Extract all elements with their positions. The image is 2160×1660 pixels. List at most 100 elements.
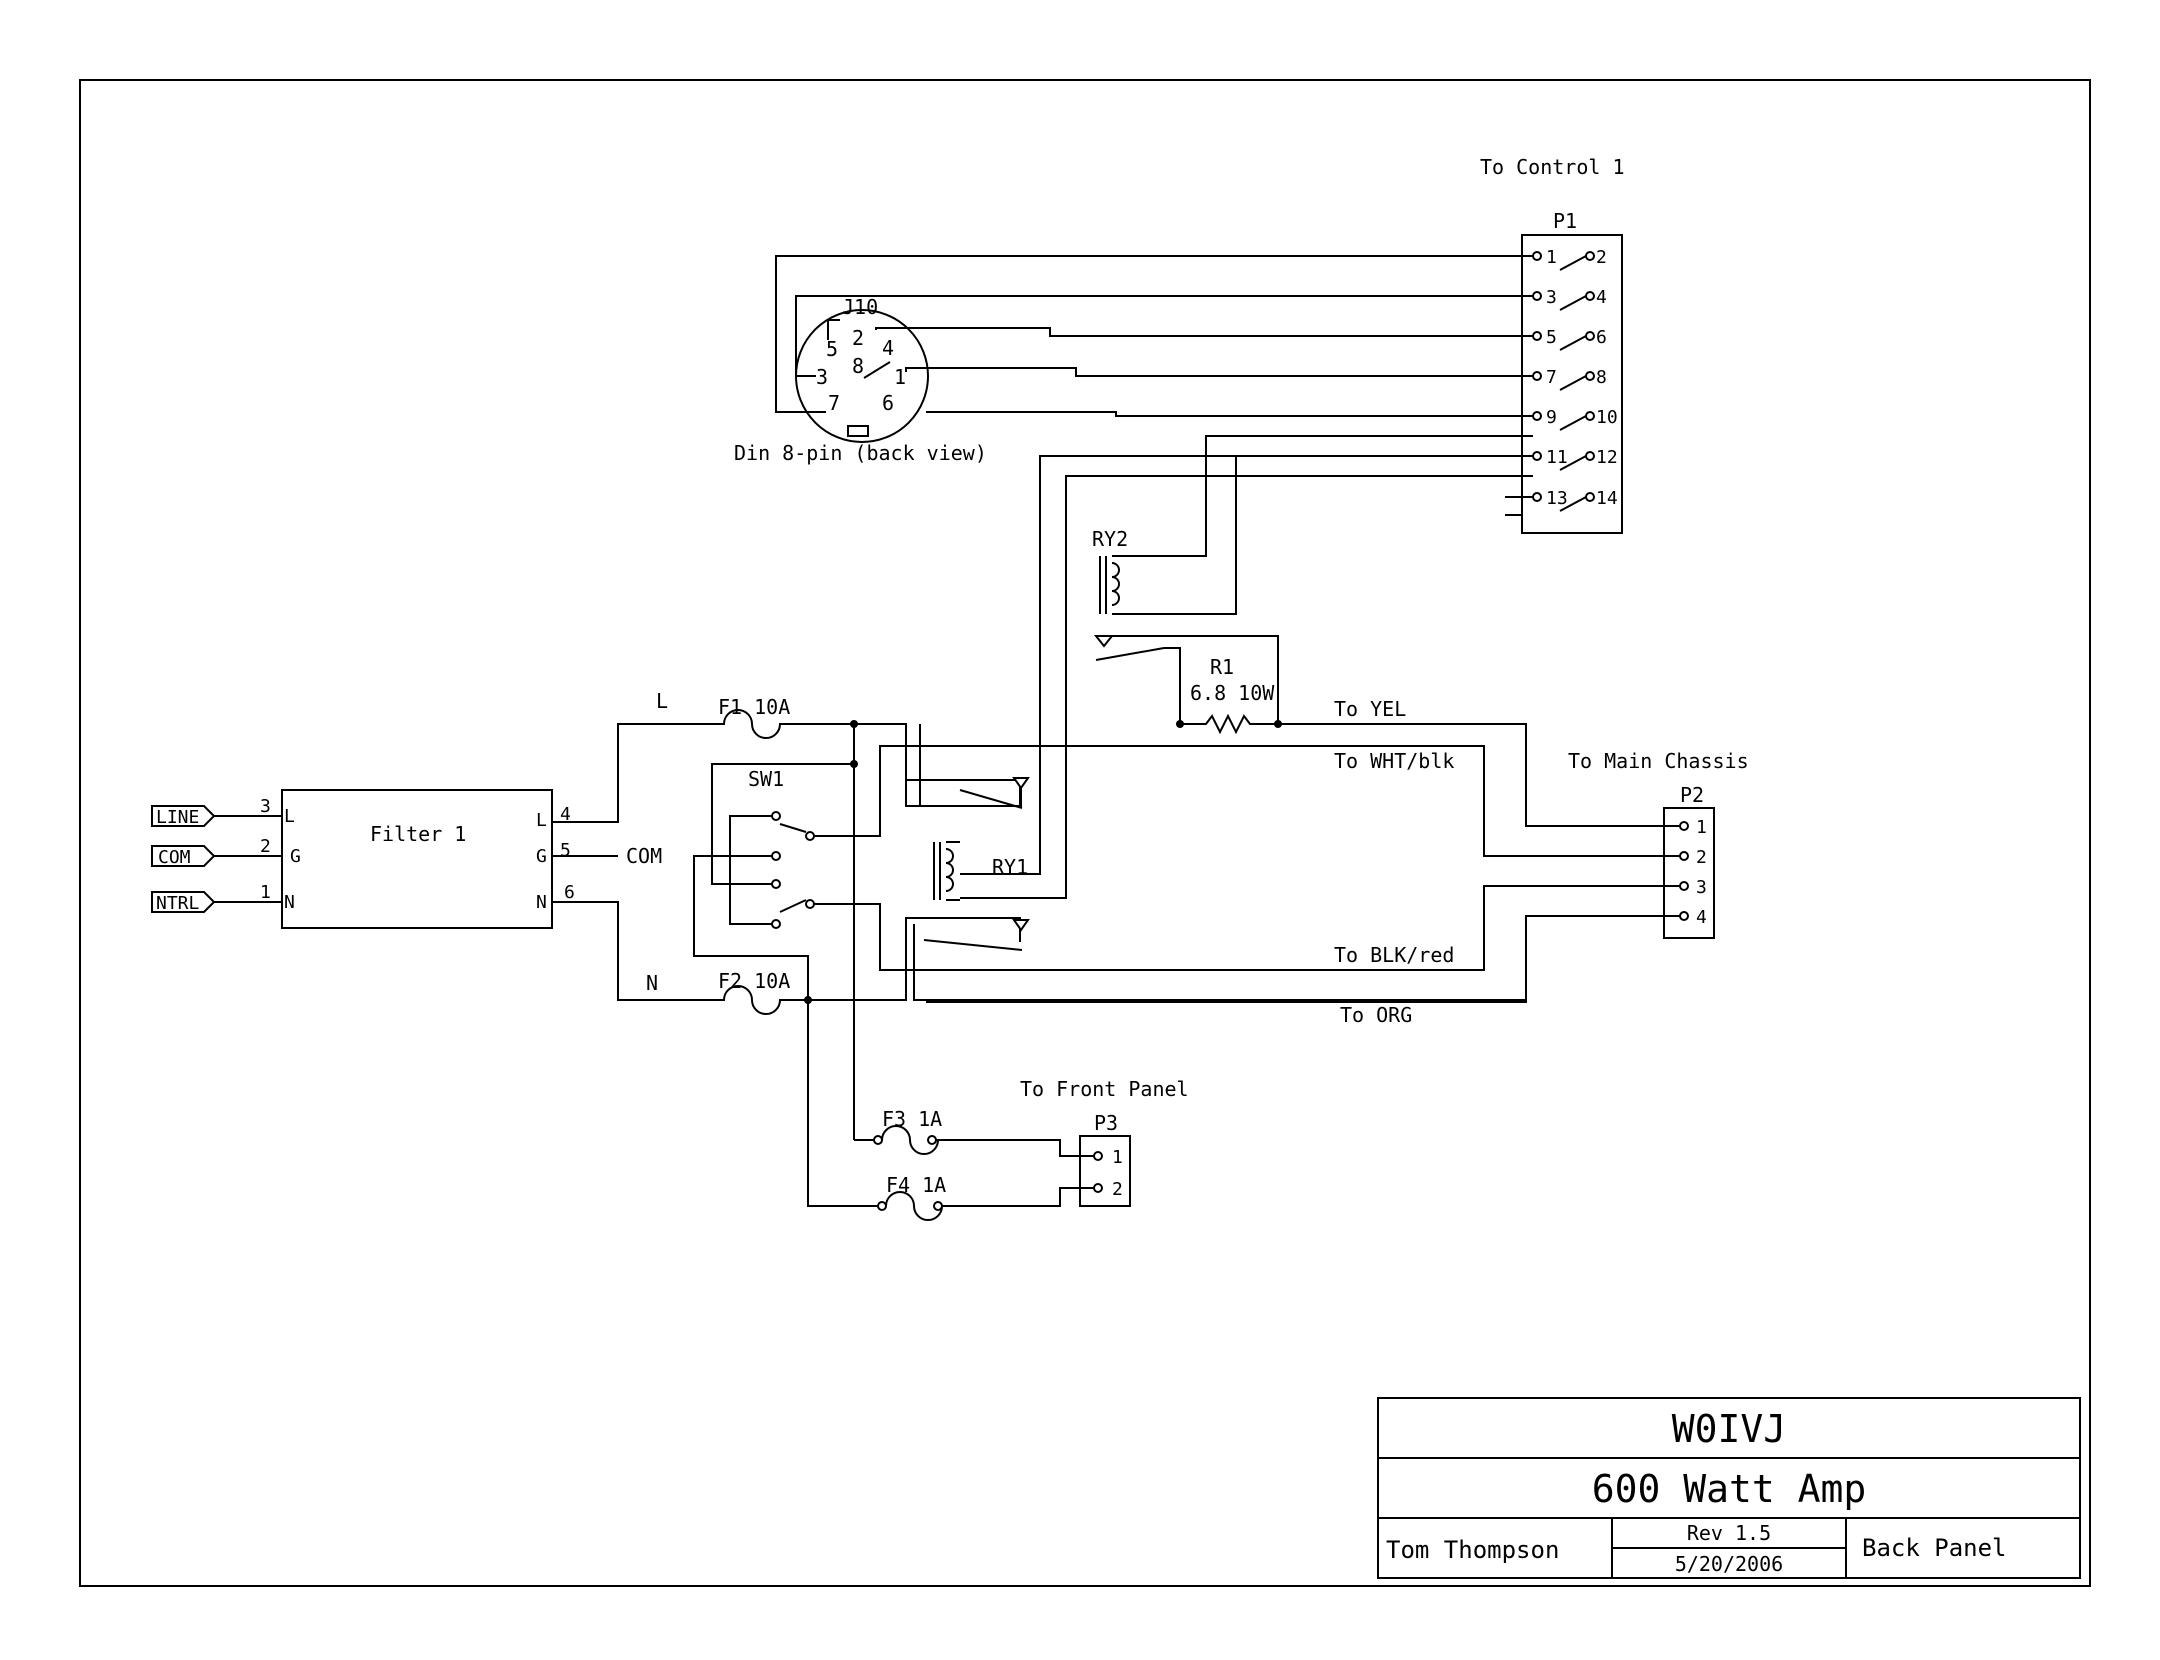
j10-label: J10: [842, 295, 878, 319]
p1-row-13-14: 13 14: [1505, 488, 1618, 512]
project-name: 600 Watt Amp: [1592, 1467, 1867, 1511]
input-com: COM 2: [151, 836, 282, 868]
title-block: W0IVJ 600 Watt Amp Tom Thompson Rev 1.5 …: [1377, 1397, 2081, 1579]
p1-row-11-12: 11 12: [1532, 447, 1618, 471]
svg-text:5: 5: [560, 840, 571, 861]
relay-ry2: RY2: [1092, 435, 1533, 724]
connector-p1: To Control 1 P1 1 2 3 4 5 6 7: [1480, 155, 1625, 534]
svg-text:6: 6: [1596, 327, 1607, 348]
p1-row-3-4: 3 4: [1532, 287, 1607, 311]
filter-block: Filter 1 L G N L G N: [281, 789, 553, 929]
svg-text:1: 1: [1696, 817, 1707, 838]
svg-text:1: 1: [1112, 1147, 1123, 1168]
svg-text:12: 12: [1596, 447, 1618, 468]
svg-text:10: 10: [1596, 407, 1618, 428]
svg-text:13: 13: [1546, 488, 1568, 509]
resistor-r1: R1 6.8 10W: [1176, 655, 1282, 735]
svg-text:9: 9: [1546, 407, 1557, 428]
p3-label: P3: [1094, 1111, 1118, 1135]
sw1-label: SW1: [748, 767, 784, 791]
svg-text:G: G: [290, 846, 301, 867]
svg-text:LINE: LINE: [156, 807, 199, 828]
p1-row-7-8: 7 8: [1532, 367, 1607, 391]
svg-text:5: 5: [826, 337, 838, 361]
svg-text:L: L: [536, 810, 547, 831]
fuse-f1: F1 10A: [710, 695, 1021, 806]
p1-label: P1: [1553, 209, 1577, 233]
din-label: Din 8-pin (back view): [734, 441, 987, 465]
input-line: LINE 3: [151, 796, 282, 828]
svg-text:14: 14: [1596, 488, 1618, 509]
callsign: W0IVJ: [1672, 1407, 1786, 1451]
to-wht-label: To WHT/blk: [1334, 749, 1454, 773]
ry1-label: RY1: [992, 855, 1028, 879]
to-main-label: To Main Chassis: [1568, 749, 1749, 773]
p1-row-1-2: 1 2: [1532, 247, 1607, 271]
to-org-label: To ORG: [1340, 1003, 1412, 1027]
svg-text:4: 4: [882, 336, 894, 360]
ry2-label: RY2: [1092, 527, 1128, 551]
input-ntrl: NTRL 1: [151, 882, 282, 914]
svg-text:7: 7: [828, 391, 840, 415]
svg-text:3: 3: [260, 796, 271, 817]
connector-p3: To Front Panel P3 1 2: [1020, 1077, 1189, 1207]
svg-text:8: 8: [1596, 367, 1607, 388]
j10-p1-wiring: [775, 255, 1533, 417]
p1-body: [1521, 234, 1623, 534]
p1-row-5-6: 5 6: [1532, 327, 1607, 351]
r1-value: 6.8 10W: [1190, 681, 1275, 705]
l-label: L: [656, 689, 668, 713]
com-label: COM: [626, 844, 662, 868]
chassis-wiring: To YEL To WHT/blk To BLK/red To ORG: [880, 697, 1680, 1027]
svg-text:1: 1: [260, 882, 271, 903]
svg-text:1: 1: [894, 365, 906, 389]
relay-ry1: RY1: [905, 724, 1527, 1001]
svg-text:N: N: [536, 892, 547, 913]
svg-text:COM: COM: [158, 847, 191, 868]
din-key: [847, 425, 869, 437]
svg-text:2: 2: [1112, 1179, 1123, 1200]
svg-text:4: 4: [560, 804, 571, 825]
svg-text:5: 5: [1546, 327, 1557, 348]
n-label: N: [646, 971, 658, 995]
connector-j10-din: J10 2 4 5 8 1 3 7 6 Din 8-pin (back view…: [734, 295, 987, 465]
to-blk-label: To BLK/red: [1334, 943, 1454, 967]
svg-text:7: 7: [1546, 367, 1557, 388]
to-control-label: To Control 1: [1480, 155, 1625, 179]
svg-text:8: 8: [852, 354, 864, 378]
p1-row-9-10: 9 10: [1532, 407, 1618, 431]
svg-text:NTRL: NTRL: [156, 893, 200, 914]
svg-text:11: 11: [1546, 447, 1568, 468]
p2-label: P2: [1680, 783, 1704, 807]
svg-text:2: 2: [852, 326, 864, 350]
ry1-coil-wiring: [960, 455, 1533, 899]
to-front-label: To Front Panel: [1020, 1077, 1189, 1101]
filter-body: [281, 789, 553, 929]
fuse-f3: F3 1A: [854, 1107, 1094, 1157]
fuse-f4: F4 1A: [807, 1000, 1094, 1221]
svg-text:G: G: [536, 846, 547, 867]
sheet-border: [79, 79, 2091, 1587]
svg-text:N: N: [284, 892, 295, 913]
svg-text:2: 2: [1696, 847, 1707, 868]
sheet-name: Back Panel: [1862, 1534, 2007, 1562]
svg-text:L: L: [284, 806, 295, 827]
r1-label: R1: [1210, 655, 1234, 679]
svg-text:6: 6: [882, 391, 894, 415]
svg-text:3: 3: [816, 365, 828, 389]
revision: Rev 1.5: [1687, 1521, 1771, 1545]
svg-text:3: 3: [1696, 877, 1707, 898]
svg-text:2: 2: [260, 836, 271, 857]
svg-text:4: 4: [1696, 907, 1707, 928]
svg-text:4: 4: [1596, 287, 1607, 308]
author: Tom Thompson: [1386, 1536, 1559, 1564]
svg-text:F1 10A: F1 10A: [718, 695, 790, 719]
svg-text:3: 3: [1546, 287, 1557, 308]
filter-label: Filter 1: [370, 822, 466, 846]
date: 5/20/2006: [1675, 1552, 1783, 1576]
filter-output-wiring: 4 5 6 COM L N: [552, 689, 710, 1001]
svg-text:6: 6: [564, 882, 575, 903]
to-yel-label: To YEL: [1334, 697, 1406, 721]
connector-p2: To Main Chassis P2 1 2 3 4: [1568, 749, 1749, 939]
